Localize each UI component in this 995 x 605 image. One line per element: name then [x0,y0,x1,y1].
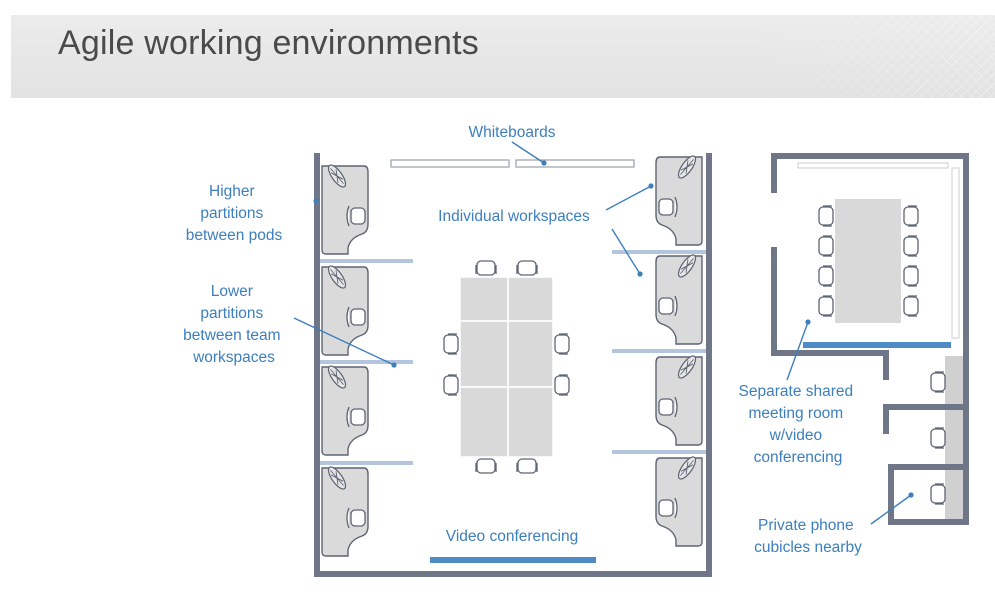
meeting-chair [903,235,919,257]
video-conferencing-screen [430,557,596,563]
whiteboard-1 [390,159,510,168]
table-chair [443,333,459,355]
label-phone-cubicles: Private phone cubicles nearby [754,517,862,556]
title-bar-pattern [735,15,995,98]
whiteboard-2 [515,159,635,168]
label-meeting-room: Separate shared meeting room w/video con… [739,383,858,466]
workspace-desk-right-1 [655,152,703,246]
label-higher-partitions: Higher partitions between pods [186,183,283,244]
partition-left-3 [320,461,413,465]
label-individual-workspaces: Individual workspaces [438,208,590,225]
leader-lines [293,141,914,525]
table-chair [516,260,538,276]
phone-cubicle-chair [930,483,946,505]
partition-left-2 [320,360,413,364]
meeting-chair [903,205,919,227]
partition-right-1 [612,250,706,254]
phone-cubicle-shelf [945,356,963,525]
slide-title: Agile working environments [58,24,479,62]
phone-cubicle-wall-3 [888,464,963,470]
meeting-room-bottom-wall [771,350,887,356]
workspace-desk-right-4 [655,453,703,547]
workspace-desk-right-2 [655,251,703,345]
open-office-left-wall [314,153,320,577]
table-chair [516,458,538,474]
meeting-room-top-wall [771,153,969,159]
meeting-chair [818,235,834,257]
phone-cubicle-divider-2 [883,404,889,434]
table-chair [554,333,570,355]
open-office-bottom-wall [314,571,712,577]
label-lower-partitions: Lower partitions between team workspaces [183,283,285,366]
title-bar [11,15,995,98]
meeting-chair [818,295,834,317]
table-chair [443,374,459,396]
workspace-desk-left-3 [321,362,369,456]
phone-cubicle-divider-3 [888,464,894,525]
partition-right-3 [612,450,706,454]
workspace-desk-left-1 [321,161,369,255]
workspace-desk-right-3 [655,352,703,446]
table-chair [554,374,570,396]
phone-cubicle-chair [930,371,946,393]
team-table [459,276,554,458]
phone-cubicle-chair [930,427,946,449]
meeting-room-left-wall-upper [771,153,777,193]
meeting-chair [903,265,919,287]
open-office-right-wall [706,153,712,577]
meeting-room-table [835,199,901,323]
phone-cubicle-divider-1 [883,350,889,380]
meeting-room-top-board [797,162,949,169]
meeting-chair [818,205,834,227]
table-chair [475,458,497,474]
label-whiteboards: Whiteboards [468,124,555,141]
meeting-room-left-wall-lower [771,247,777,356]
partition-right-2 [612,349,706,353]
meeting-room-right-wall [963,153,969,525]
workspace-desk-left-4 [321,463,369,557]
label-video-conferencing: Video conferencing [446,528,578,545]
table-chair [475,260,497,276]
meeting-chair [818,265,834,287]
meeting-room-video-screen [803,342,951,348]
phone-cubicle-bottom-wall [888,519,969,525]
partition-left-1 [320,259,413,263]
phone-cubicle-wall-2 [883,404,963,410]
meeting-chair [903,295,919,317]
meeting-room-whiteboard [951,167,960,339]
